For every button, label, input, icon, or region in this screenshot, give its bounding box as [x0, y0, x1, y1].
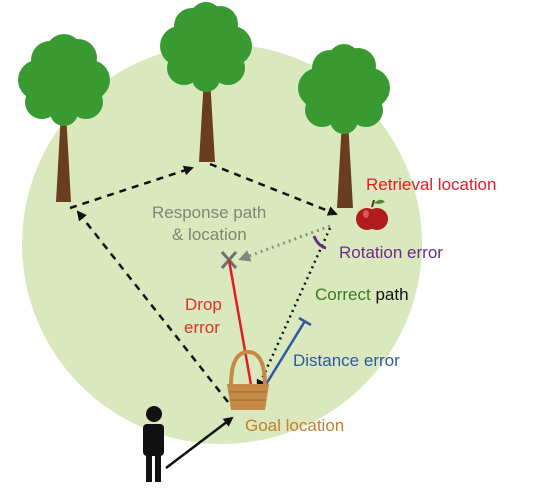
basket-icon — [227, 349, 269, 410]
tree-icon-left — [18, 34, 110, 202]
response-path-label-line1: Response path — [152, 203, 266, 222]
correct-path-label: Correct path — [315, 285, 409, 304]
apple-icon — [356, 199, 388, 230]
correct-path-label-word2: path — [371, 285, 409, 304]
response-path-line — [238, 224, 331, 262]
response-path-label-line2: & location — [172, 225, 247, 244]
path-segment-goal-to-left-tree — [76, 210, 229, 403]
drop-error-line — [227, 259, 255, 397]
person-icon — [143, 406, 164, 482]
retrieval-location-label: Retrieval location — [366, 175, 496, 194]
rotation-error-arc — [312, 235, 327, 250]
rotation-error-label: Rotation error — [339, 243, 443, 262]
path-segment-left-to-middle-tree — [69, 165, 194, 210]
tree-icon-right — [298, 44, 390, 208]
goal-location-label: Goal location — [245, 416, 344, 435]
drop-error-label-line2: error — [184, 318, 220, 337]
distance-error-label: Distance error — [293, 351, 400, 370]
path-segment-middle-to-right-tree — [209, 162, 338, 216]
arena-circle — [22, 44, 422, 444]
correct-path-label-word1: Correct — [315, 285, 371, 304]
drop-error-label-line1: Drop — [185, 295, 222, 314]
start-arrow — [165, 416, 234, 469]
tree-icon-middle — [160, 2, 252, 162]
